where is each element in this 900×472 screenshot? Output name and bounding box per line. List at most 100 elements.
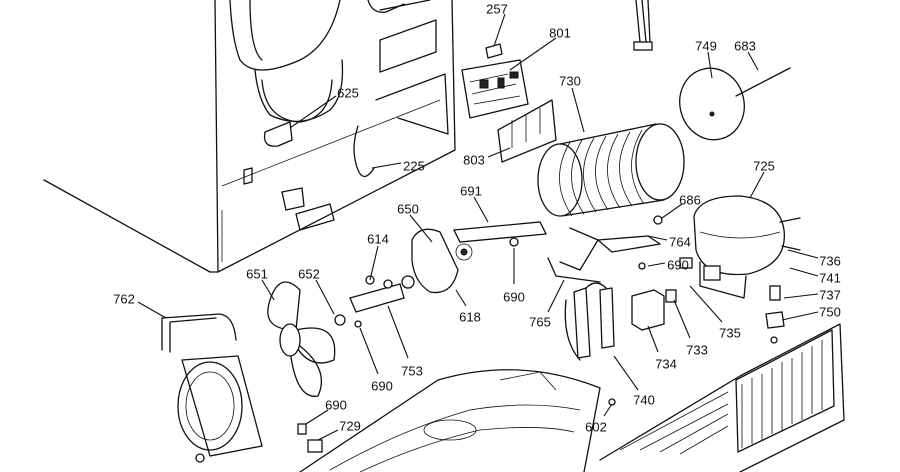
mounting-bracket [597, 235, 661, 253]
callout-layer: 257 801 749 683 730 625 803 225 725 691 686 650 614 7… [113, 1, 841, 441]
part-800 [281, 187, 305, 211]
overload-733 [665, 289, 677, 303]
part-number-c736: 736 [819, 253, 841, 268]
part-number-c691: 691 [460, 183, 482, 198]
leader-line-c602 [603, 403, 613, 417]
part-number-c614: 614 [367, 231, 389, 246]
leader-line-c803 [487, 147, 511, 158]
screw-690b [509, 237, 519, 247]
screw-602 [608, 398, 616, 406]
part-number-c801: 801 [549, 25, 571, 40]
leader-line-c725 [749, 171, 765, 199]
part-number-c740: 740 [633, 392, 655, 407]
condenser-coil [537, 123, 685, 283]
part-number-c652: 652 [298, 266, 320, 281]
bracket-691 [452, 221, 548, 243]
leader-line-c801 [509, 37, 557, 71]
tube-762 [161, 313, 237, 353]
wire-harness [635, 0, 651, 43]
part-number-c734: 734 [655, 356, 677, 371]
part-number-c733: 733 [686, 342, 708, 357]
part-number-c741: 741 [819, 270, 841, 285]
part-737 [765, 311, 785, 329]
part-number-c764: 764 [669, 234, 691, 249]
sensor-wire [735, 67, 791, 97]
leader-line-c625 [289, 95, 337, 129]
leader-line-c652 [315, 279, 335, 315]
fan-cover-disk [679, 67, 745, 141]
part-750 [770, 336, 778, 344]
part-number-c765: 765 [529, 314, 551, 329]
drier-tubes [564, 282, 615, 361]
fan-blade [267, 281, 336, 397]
motor-bracket-753 [349, 283, 405, 313]
leader-line-c618 [455, 289, 467, 307]
screw-bottom [195, 453, 205, 463]
part-number-c650: 650 [397, 201, 419, 216]
part-number-c753: 753 [401, 363, 423, 378]
part-number-c625: 625 [337, 85, 359, 100]
leader-line-c225 [371, 162, 402, 169]
part-number-c618: 618 [459, 309, 481, 324]
nut-652 [334, 314, 346, 326]
part-number-c690a: 690 [667, 257, 689, 272]
part-number-c683: 683 [734, 38, 756, 53]
screw-690c [354, 320, 362, 328]
rear-grille [599, 323, 845, 472]
part-number-c690b: 690 [503, 289, 525, 304]
leader-line-c765 [547, 279, 565, 313]
leader-line-c762 [137, 301, 167, 319]
part-741 [769, 285, 781, 301]
base-pan [299, 369, 601, 472]
part-number-c257: 257 [486, 1, 508, 16]
part-number-c749: 749 [695, 38, 717, 53]
leader-line-c764 [647, 235, 668, 241]
part-number-c651: 651 [246, 266, 268, 281]
harness-connector [633, 41, 653, 51]
part-number-c735: 735 [719, 325, 741, 340]
part-number-c730: 730 [559, 73, 581, 88]
leader-line-c749 [707, 51, 713, 79]
leader-line-c690d [305, 409, 329, 425]
part-number-c690d: 690 [325, 397, 347, 412]
relay-734 [631, 289, 665, 331]
leader-line-c614 [369, 245, 379, 281]
leader-line-c683 [747, 51, 759, 71]
part-number-c686: 686 [679, 192, 701, 207]
part-number-c737: 737 [819, 287, 841, 302]
control-board [461, 43, 557, 163]
disk-rivet [709, 111, 715, 117]
fan-shroud [177, 355, 263, 457]
part-729 [307, 439, 323, 453]
part-number-c803: 803 [463, 152, 485, 167]
leader-line-c733 [673, 299, 691, 339]
part-number-c602: 602 [585, 419, 607, 434]
leader-line-c257 [493, 13, 506, 47]
leader-line-c741 [789, 267, 819, 277]
fan-motor [401, 228, 473, 294]
screw-686 [653, 215, 663, 225]
compressor [693, 195, 801, 299]
leader-line-c686 [661, 203, 683, 219]
screw-690d [297, 423, 307, 435]
grommet-614b [383, 279, 393, 289]
leader-line-c650 [409, 214, 433, 243]
part-number-c750: 750 [819, 304, 841, 319]
leader-line-c753 [387, 305, 409, 359]
leader-line-c690a [647, 262, 666, 267]
leader-line-c735 [689, 285, 723, 323]
leader-line-c690c [359, 327, 379, 375]
part-800-base [295, 203, 335, 231]
connector-735 [679, 257, 693, 269]
leader-line-c736 [787, 249, 819, 259]
screw-690 [638, 262, 646, 270]
part-number-c762: 762 [113, 291, 135, 306]
part-number-c729: 729 [339, 418, 361, 433]
cabinet-back-panel [43, 0, 456, 273]
part-number-c225: 225 [403, 158, 425, 173]
leader-line-c740 [613, 355, 639, 391]
leader-line-c651 [261, 279, 275, 301]
part-number-c690c: 690 [371, 378, 393, 393]
part-number-c725: 725 [753, 158, 775, 173]
